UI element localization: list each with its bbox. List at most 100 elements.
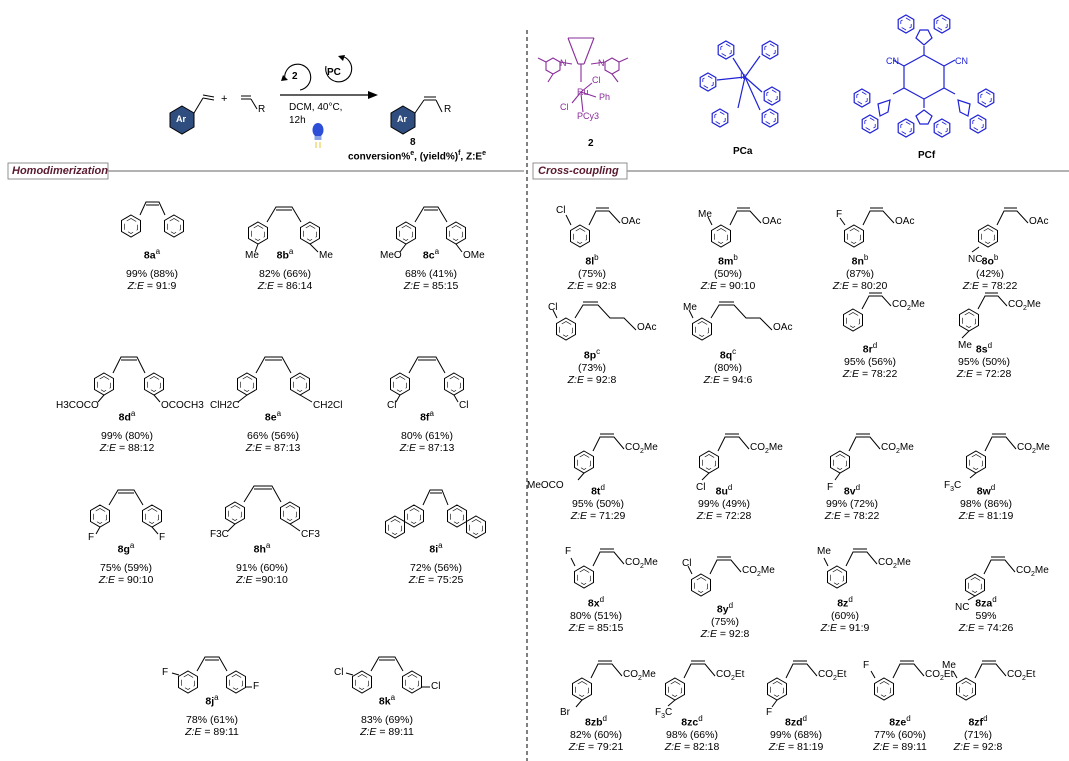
compound-label: 8nb [851,253,869,268]
product-r: R [444,104,452,115]
tail-8n: OAc [895,216,915,227]
cross-coupling-header: Cross-coupling [538,165,619,177]
compound-label: 8da [118,409,136,424]
compound-label: 8fa [420,409,434,424]
compound-result: 59% [975,609,997,622]
compound-result: 95% (50%) [958,355,1010,368]
catalyst-label: 2 [292,71,298,82]
conditions-line1: DCM, 40°C, [289,102,343,113]
compound-ze: Z:E =90:10 [236,573,288,586]
compound-ze: Z:E = 92:8 [700,627,750,640]
compound-8p: 8pc(73%)Z:E = 92:8 [552,346,632,386]
tail-8m: OAc [762,216,782,227]
sub-8c-left: MeO [380,250,402,261]
substituent-8n: F [836,209,843,220]
compound-ze: Z:E = 78:22 [824,509,880,522]
pcf-label: PCf [918,150,936,161]
product-ar-label: Ar [397,114,408,124]
sub-8j-right: F [253,681,260,692]
compound-result: (42%) [975,267,1004,280]
compound-ze: Z:E = 92:8 [953,740,1003,753]
tail-8l: OAc [621,216,641,227]
substituent-8zd: F [766,707,773,718]
compound-label: 8sd [975,341,993,356]
substituent-8zb: Br [560,707,570,718]
compound-ze: Z:E = 92:8 [567,373,617,386]
substituent-8v: F [827,482,834,493]
compound-label: 8ga [117,541,135,556]
compound-label: 8yd [716,601,734,616]
compound-result: 99% (49%) [698,497,750,510]
compound-8z: 8zd(60%)Z:E = 91:9 [805,594,885,634]
tail-8y: CO2Me [742,565,775,578]
pca-label: PCa [733,146,753,157]
compound-ze: Z:E = 90:10 [98,573,154,586]
compound-label: 8ja [205,693,219,708]
grubbs-pcy3: PCy3 [577,111,600,121]
compound-ze: Z:E = 85:15 [403,279,459,292]
compound-ze: Z:E = 90:10 [700,279,756,292]
scheme-caption: conversion%e, (yield%)f, Z:Ee [348,150,486,163]
compound-ze: Z:E = 92:8 [567,279,617,292]
compound-label: 8zbd [585,714,607,729]
tail-8zf: CO2Et [1007,669,1036,682]
compound-8m: 8mb(50%)Z:E = 90:10 [688,252,768,292]
ar-label: Ar [176,114,187,124]
tail-8ze: CO2Et [925,669,954,682]
compound-result: 99% (80%) [101,429,153,442]
homodimerization-header: Homodimerization [12,165,108,177]
compound-label: 8ca [422,247,440,262]
sub-8b-left: Me [245,250,259,261]
grubbs-cl1: Cl [592,75,601,85]
grubbs-n1: N [560,58,567,68]
compound-result: (73%) [577,361,606,374]
tail-8zd: CO2Et [818,669,847,682]
compound-ze: Z:E = 80:20 [832,279,888,292]
compound-result: (71%) [963,728,992,741]
compound-result: 66% (56%) [247,429,299,442]
compound-result: 91% (60%) [236,561,288,574]
plus-sign: + [221,93,228,105]
tail-8z: CO2Me [878,557,911,570]
sub-8h-left: F3C [210,529,229,540]
substituent-8u: Cl [696,482,706,493]
substituent-8o: NC [968,254,983,265]
tail-8zc: CO2Et [716,669,745,682]
compound-8zf: 8zfd(71%)Z:E = 92:8 [938,713,1018,753]
reactant-r: R [258,104,266,115]
compound-result: 99% (88%) [126,267,178,280]
compound-8n: 8nb(87%)Z:E = 80:20 [820,252,900,292]
grubbs-catalyst-structure [537,37,629,113]
substituent-8s: Me [958,340,972,351]
compound-ze: Z:E = 88:12 [99,441,155,454]
compound-label: 8ka [378,693,396,708]
cn-left: CN [886,56,899,66]
compound-result: (75%) [577,267,606,280]
sub-8e-left: ClH2C [210,400,240,411]
substituent-8t: MeOCO [527,480,564,491]
compound-label: 8zfd [968,714,988,729]
pca-structure [699,40,781,128]
compound-label: 8ud [715,483,733,498]
compound-result: 99% (72%) [826,497,878,510]
compound-ze: Z:E = 89:11 [360,725,414,738]
compound-label: 8zad [975,595,997,610]
sub-8k-right: Cl [431,681,441,692]
compound-ze: Z:E = 74:26 [958,621,1014,634]
substituent-8za: NC [955,602,970,613]
substituent-8zf: Me [942,660,956,671]
pcf-structure [853,14,995,138]
compound-result: 98% (86%) [960,497,1012,510]
